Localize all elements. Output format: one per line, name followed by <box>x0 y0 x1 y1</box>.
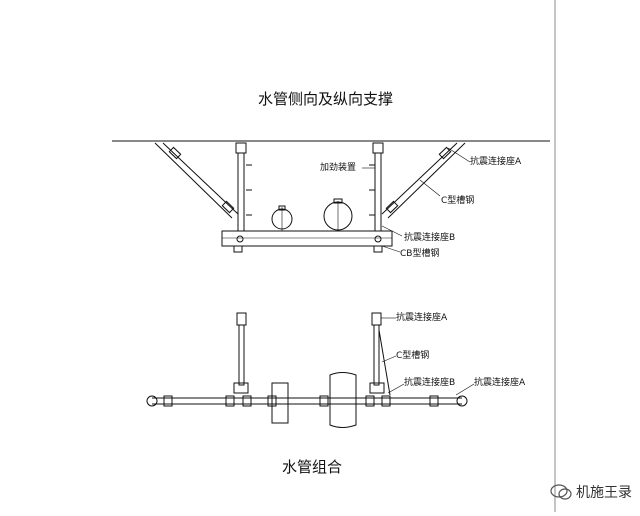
label-connector-b-top: 抗震连接座B <box>404 231 455 243</box>
leader-connector-a-bottom <box>455 383 475 396</box>
label-cb-channel: CB型槽钢 <box>400 247 439 259</box>
label-c-channel-bottom: C型槽钢 <box>396 349 429 361</box>
label-connector-a-mid: 抗震连接座A <box>396 311 448 323</box>
right-vertical-hanger <box>369 142 384 232</box>
label-c-channel-top: C型槽钢 <box>441 194 474 206</box>
leader-c-channel-top <box>419 179 441 197</box>
right-diagonal-brace <box>381 142 466 219</box>
bottom-left-hanger <box>233 312 249 394</box>
leader-c-channel-bottom <box>381 355 397 363</box>
label-connector-b-bottom: 抗震连接座B <box>404 376 455 388</box>
title-top: 水管侧向及纵向支撑 <box>258 90 394 108</box>
leader-connector-b-bottom <box>387 383 405 394</box>
label-stiffener: 加劲装置 <box>320 161 356 173</box>
label-connector-a-top: 抗震连接座A <box>470 155 522 167</box>
title-bottom: 水管组合 <box>282 458 343 476</box>
bottom-horizontal-beam <box>146 395 468 407</box>
watermark-text: 机施王录 <box>576 485 632 501</box>
bottom-large-pipe <box>329 372 357 428</box>
leader-connector-b-top <box>381 225 403 237</box>
wechat-icon <box>550 484 572 500</box>
watermark: 机施王录 <box>550 482 632 502</box>
label-connector-a-bottom: 抗震连接座A <box>474 376 526 388</box>
bottom-diagonal-brace <box>378 329 391 396</box>
small-pipe <box>271 205 293 231</box>
cb-channel-beam <box>221 230 393 253</box>
leader-connector-a-top <box>447 147 471 163</box>
leader-cb-channel <box>381 245 401 253</box>
bottom-small-pipe <box>271 382 289 424</box>
left-diagonal-brace <box>154 142 239 219</box>
large-pipe <box>323 198 353 231</box>
bottom-right-hanger <box>369 312 385 394</box>
left-vertical-hanger <box>235 142 252 232</box>
